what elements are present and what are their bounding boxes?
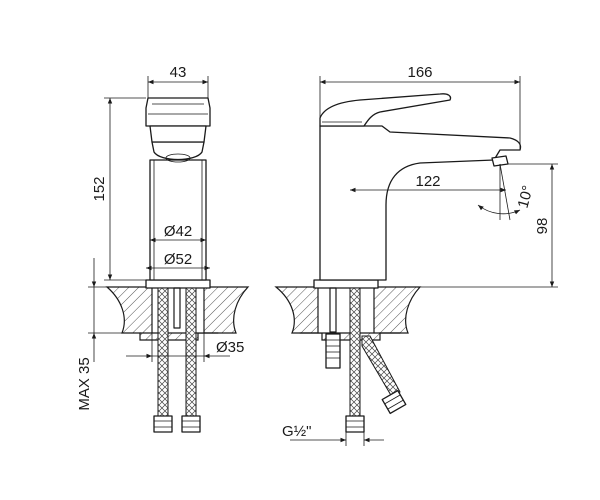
front-lever-handle xyxy=(145,97,211,127)
dim-thread: G½" xyxy=(282,423,312,440)
dim-aerator-height: 98 xyxy=(534,218,551,235)
side-hose-nut-vertical xyxy=(345,415,365,433)
dim-diameter-body: Ø42 xyxy=(164,223,192,240)
dim-total-length: 166 xyxy=(407,64,432,81)
dim-diameter-base: Ø52 xyxy=(164,251,192,268)
front-hose-nut-left xyxy=(153,415,173,433)
dim-angle: 10° xyxy=(515,184,537,210)
front-aerator xyxy=(151,141,205,161)
front-hose-nut-right xyxy=(181,415,201,433)
dim-height: 152 xyxy=(91,176,108,201)
side-hose-nut-angled xyxy=(381,389,407,415)
side-body-spout xyxy=(319,125,522,281)
dim-width-top: 43 xyxy=(170,64,187,81)
dim-spout-reach: 122 xyxy=(415,173,440,190)
side-hose-angled xyxy=(361,335,401,398)
front-base-flange xyxy=(145,279,211,289)
front-hose-left xyxy=(157,287,169,417)
side-view: 166 122 98 10° G½" xyxy=(274,64,558,446)
side-hose-vertical xyxy=(349,287,361,417)
side-lever-handle xyxy=(319,93,452,127)
front-hose-right xyxy=(185,287,197,417)
dim-hole-diameter: Ø35 xyxy=(216,339,244,356)
side-base-flange xyxy=(313,279,379,289)
dim-max-thickness: MAX 35 xyxy=(76,357,93,410)
front-view: 43 152 Ø42 Ø52 Ø35 MAX 35 xyxy=(76,64,250,433)
